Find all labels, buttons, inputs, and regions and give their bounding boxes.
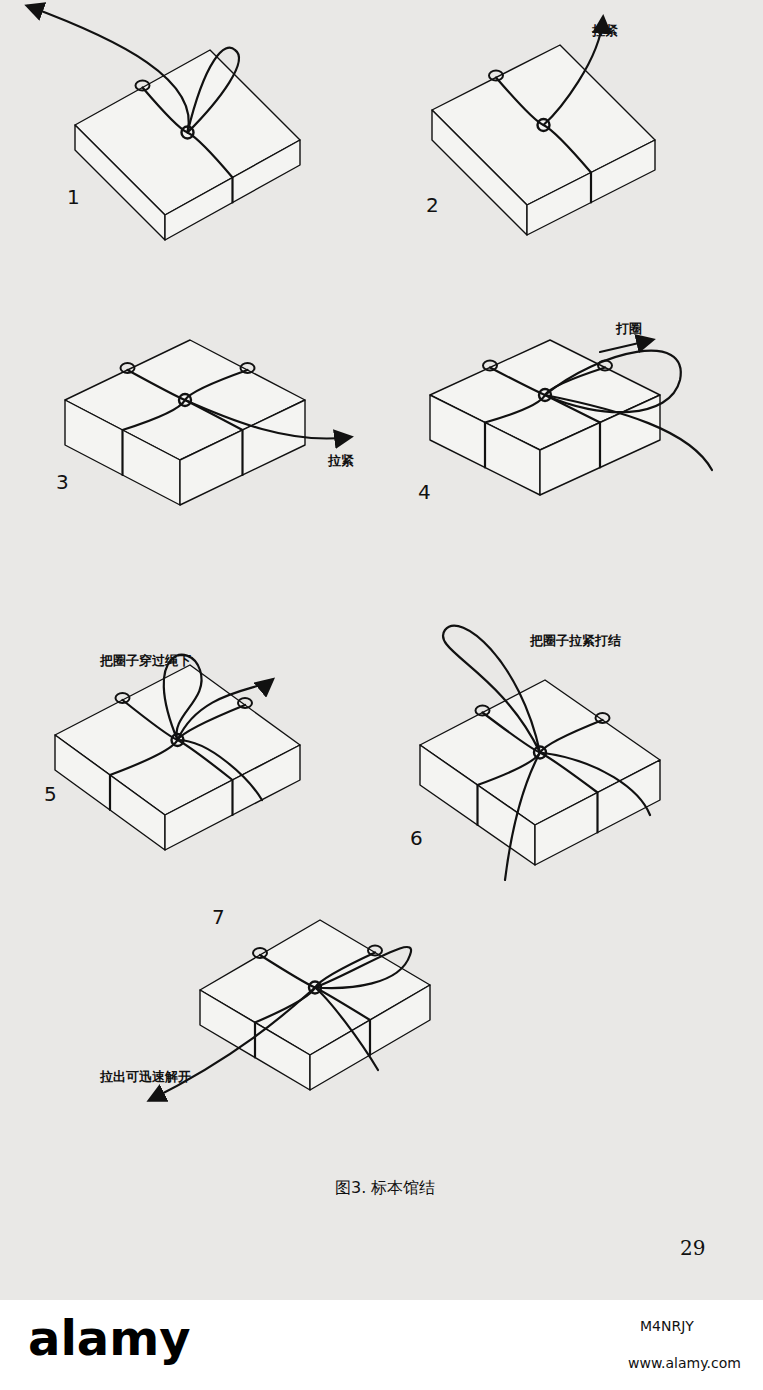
string-wrap bbox=[483, 361, 497, 371]
string-line bbox=[545, 395, 712, 470]
string-wrap bbox=[476, 706, 490, 716]
string-line bbox=[490, 368, 600, 468]
string-line bbox=[143, 88, 233, 203]
string-wrap bbox=[489, 71, 503, 81]
string-wrap bbox=[116, 693, 130, 703]
instruction-label: 把圈子穿过绳下 bbox=[100, 652, 191, 670]
instruction-label: 打圈 bbox=[616, 320, 642, 338]
instruction-label: 把圈子拉紧打结 bbox=[530, 632, 621, 650]
string-line bbox=[123, 370, 248, 475]
knot-illustration bbox=[0, 0, 763, 1300]
box-drawings bbox=[28, 6, 712, 1100]
string-wrap bbox=[136, 81, 150, 91]
string-wrap bbox=[121, 363, 135, 373]
page-paper bbox=[0, 0, 763, 1300]
string-wrap bbox=[253, 948, 267, 958]
string-line bbox=[188, 48, 239, 133]
step-number: 4 bbox=[418, 480, 431, 504]
string-line bbox=[28, 6, 189, 133]
box-face bbox=[432, 110, 527, 235]
step-number: 1 bbox=[67, 185, 80, 209]
string-wrap bbox=[368, 946, 382, 956]
instruction-label: 拉紧 bbox=[592, 22, 618, 40]
step-number: 7 bbox=[212, 905, 225, 929]
page-number: 29 bbox=[680, 1236, 705, 1260]
step-number: 2 bbox=[426, 193, 439, 217]
string-line bbox=[185, 400, 350, 439]
string-wrap bbox=[238, 698, 252, 708]
string-line bbox=[315, 988, 378, 1071]
string-line bbox=[110, 705, 245, 810]
string-line bbox=[545, 351, 681, 413]
string-line bbox=[178, 740, 263, 800]
step-number: 6 bbox=[410, 826, 423, 850]
step-number: 3 bbox=[56, 470, 69, 494]
figure-caption: 图3. 标本馆结 bbox=[335, 1178, 435, 1199]
box-face bbox=[75, 125, 165, 240]
string-line bbox=[178, 680, 273, 740]
string-line bbox=[496, 78, 591, 203]
string-line bbox=[540, 753, 650, 816]
string-line bbox=[483, 713, 598, 833]
string-line bbox=[600, 340, 652, 352]
instruction-label: 拉紧 bbox=[328, 452, 354, 470]
string-wrap bbox=[241, 363, 255, 373]
watermark-url: www.alamy.com bbox=[628, 1355, 741, 1371]
string-line bbox=[478, 720, 603, 825]
watermark-logo: alamy bbox=[28, 1310, 191, 1366]
instruction-label: 拉出可迅速解开 bbox=[100, 1068, 191, 1086]
image-id: M4NRJY bbox=[640, 1318, 694, 1334]
string-line bbox=[505, 753, 540, 881]
string-line bbox=[443, 626, 540, 753]
string-line bbox=[315, 947, 411, 988]
string-line bbox=[485, 368, 605, 468]
string-wrap bbox=[596, 713, 610, 723]
step-number: 5 bbox=[44, 782, 57, 806]
